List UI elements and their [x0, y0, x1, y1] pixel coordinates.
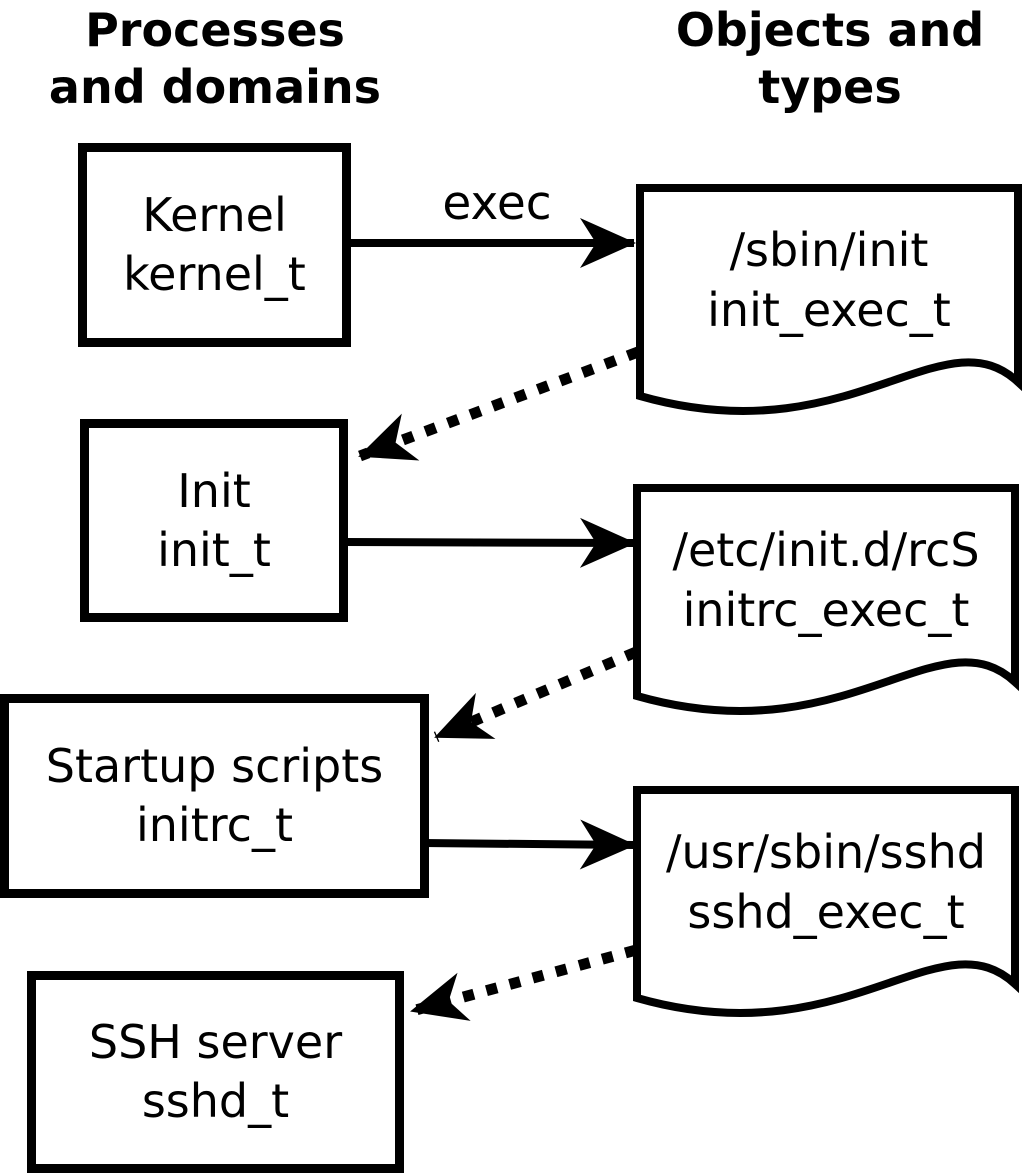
- process-label: Startup scripts: [45, 739, 384, 793]
- process-box-kernel: Kernel kernel_t: [78, 143, 351, 347]
- processes-header-line2: and domains: [48, 60, 382, 114]
- object-type: initrc_exec_t: [682, 583, 970, 637]
- processes-header-line1: Processes: [85, 3, 345, 57]
- object-type: init_exec_t: [707, 283, 951, 337]
- process-label: Kernel: [142, 188, 287, 242]
- objects-column-header: Objects and types: [645, 2, 1015, 116]
- process-domain: kernel_t: [123, 247, 306, 301]
- object-doc-etc-initd-rcs: /etc/init.d/rcS initrc_exec_t: [633, 484, 1019, 734]
- object-path: /usr/sbin/sshd: [666, 825, 986, 879]
- object-type: sshd_exec_t: [687, 885, 965, 939]
- process-domain: init_t: [157, 522, 271, 577]
- object-text: /usr/sbin/sshd sshd_exec_t: [633, 792, 1019, 972]
- object-doc-sbin-init: /sbin/init init_exec_t: [636, 184, 1022, 434]
- process-box-init: Init init_t: [80, 419, 348, 622]
- exec-arrow-startup-to-sshd: [422, 819, 636, 870]
- exec-arrow-label: exec: [442, 176, 552, 231]
- objects-header-line2: types: [758, 60, 902, 114]
- transition-arrow-sbin-init-to-init-domain: [358, 346, 640, 462]
- process-domain: initrc_t: [136, 798, 293, 852]
- processes-column-header: Processes and domains: [25, 2, 405, 116]
- process-label: Init: [177, 463, 251, 518]
- process-domain: sshd_t: [141, 1074, 290, 1128]
- transition-arrow-rcs-to-initrc-domain: [433, 646, 639, 743]
- object-text: /sbin/init init_exec_t: [636, 190, 1022, 370]
- objects-header-line1: Objects and: [675, 3, 985, 57]
- transition-arrow-sshd-to-sshd-domain: [410, 944, 638, 1021]
- document-shape: [636, 184, 1022, 415]
- exec-arrow-init-to-rcs: [344, 517, 636, 568]
- document-shape: [633, 786, 1019, 1017]
- process-box-startup-scripts: Startup scripts initrc_t: [0, 694, 429, 898]
- document-shape: [633, 484, 1019, 715]
- object-path: /sbin/init: [729, 223, 929, 277]
- process-label: SSH server: [88, 1015, 343, 1069]
- object-path: /etc/init.d/rcS: [672, 523, 980, 577]
- object-text: /etc/init.d/rcS initrc_exec_t: [633, 490, 1019, 670]
- process-box-ssh-server: SSH server sshd_t: [27, 971, 404, 1173]
- object-doc-usr-sbin-sshd: /usr/sbin/sshd sshd_exec_t: [633, 786, 1019, 1036]
